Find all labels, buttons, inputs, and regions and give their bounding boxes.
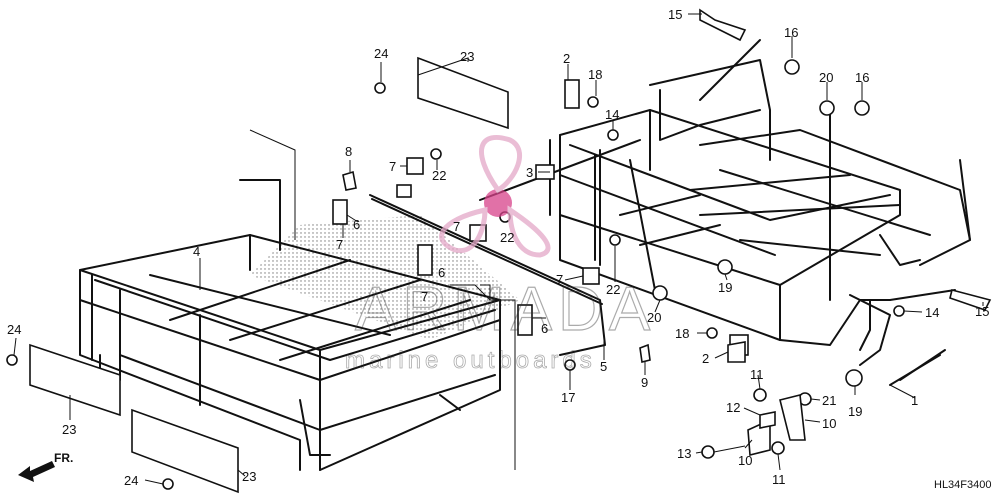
side-panel-bottom bbox=[131, 408, 239, 494]
callout-label: 22 bbox=[432, 168, 446, 183]
callout-label: 22 bbox=[606, 282, 620, 297]
callout-label: 20 bbox=[647, 310, 661, 325]
callout-label: 14 bbox=[605, 107, 619, 122]
callout-label: 24 bbox=[374, 46, 388, 61]
callout-label: 12 bbox=[726, 400, 740, 415]
callout-label: 22 bbox=[500, 230, 514, 245]
callout-label: 6 bbox=[541, 321, 548, 336]
cargo-bed-frame bbox=[79, 129, 516, 471]
callout-label: 18 bbox=[588, 67, 602, 82]
callout-label: 6 bbox=[353, 217, 360, 232]
front-label: FR. bbox=[54, 451, 73, 465]
callout-label: 14 bbox=[925, 305, 939, 320]
callout-label: 19 bbox=[718, 280, 732, 295]
callout-label: 7 bbox=[421, 289, 428, 304]
callout-label: 11 bbox=[750, 367, 764, 382]
callout-label: 5 bbox=[600, 359, 607, 374]
side-panel-upper bbox=[417, 56, 509, 130]
callout-label: 8 bbox=[345, 144, 352, 159]
callout-label: 23 bbox=[460, 49, 474, 64]
watermark-tagline: marine outboards bbox=[345, 347, 596, 374]
hardware-parts bbox=[6, 8, 992, 490]
callout-label: 24 bbox=[7, 322, 21, 337]
callout-label: 16 bbox=[855, 70, 869, 85]
callout-label: 2 bbox=[563, 51, 570, 66]
front-direction-arrow: FR. bbox=[18, 451, 73, 482]
callout-label: 24 bbox=[124, 473, 138, 488]
callout-label: 20 bbox=[819, 70, 833, 85]
callout-label: 13 bbox=[677, 446, 691, 461]
callout-label: 18 bbox=[675, 326, 689, 341]
callout-label: 10 bbox=[822, 416, 836, 431]
callout-label: 19 bbox=[848, 404, 862, 419]
callout-label: 1 bbox=[911, 393, 918, 408]
callout-label: 15 bbox=[668, 7, 682, 22]
leader-lines bbox=[13, 13, 984, 485]
callout-label: 15 bbox=[975, 304, 989, 319]
linkage-rods bbox=[369, 39, 956, 386]
side-panel-left bbox=[29, 343, 121, 417]
armada-watermark: ARMADA marine outboards bbox=[345, 134, 656, 374]
callout-label: 16 bbox=[784, 25, 798, 40]
callout-label: 11 bbox=[772, 472, 786, 487]
callout-label: 7 bbox=[556, 272, 563, 287]
callout-label: 4 bbox=[193, 244, 200, 259]
callout-label: 7 bbox=[336, 237, 343, 252]
callout-label: 2 bbox=[702, 351, 709, 366]
callout-label: 9 bbox=[641, 375, 648, 390]
callout-label: 3 bbox=[526, 165, 533, 180]
callout-label: 7 bbox=[389, 159, 396, 174]
callout-label: 6 bbox=[438, 265, 445, 280]
watermark-brand: ARMADA bbox=[355, 275, 656, 344]
diagram-code: HL34F3400 bbox=[934, 479, 992, 491]
callout-label: 10 bbox=[738, 453, 752, 468]
callout-label: 17 bbox=[561, 390, 575, 405]
callout-labels: 15 16 20 16 2 18 24 23 14 3 8 7 22 6 7 7… bbox=[7, 7, 989, 488]
callout-label: 21 bbox=[822, 393, 836, 408]
callout-label: 23 bbox=[242, 469, 256, 484]
callout-label: 23 bbox=[62, 422, 76, 437]
callout-label: 7 bbox=[453, 219, 460, 234]
